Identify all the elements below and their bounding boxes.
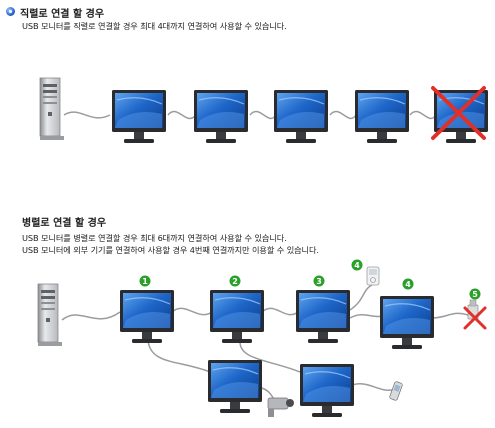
parallel-section-description-1: USB 모니터를 병렬로 연결할 경우 최대 6대까지 연결하여 사용할 수 있…: [22, 233, 287, 243]
badge-5: [469, 288, 481, 300]
monitor-icon: [193, 89, 249, 144]
serial-section-description: USB 모니터를 직렬로 연결할 경우 최대 4대까지 연결하여 사용할 수 있…: [22, 21, 287, 31]
badge-1-label: 1: [142, 277, 148, 286]
phone-icon: [389, 381, 403, 401]
monitor-icon: [295, 289, 351, 344]
serial-section-title: 직렬로 연결 할 경우: [20, 9, 105, 20]
pc-tower-icon: [37, 283, 63, 347]
monitor-icon: [209, 289, 265, 344]
parallel-section-description-2: USB 모니터에 외부 기기를 연결하여 사용할 경우 4번째 연결까지만 이용…: [22, 245, 319, 255]
pc-tower-icon: [39, 77, 65, 141]
badge-2: [229, 275, 241, 287]
monitor-icon: [354, 89, 410, 144]
badge-1: [139, 275, 151, 287]
badge-4-label: 4: [405, 280, 411, 289]
badge-3-label: 3: [316, 277, 322, 286]
monitor-icon: [111, 89, 167, 144]
section-bullet-icon: [6, 7, 15, 16]
monitor-icon: [273, 89, 329, 144]
monitor-icon: [379, 295, 435, 350]
badge-3: [313, 275, 325, 287]
mp3-player-icon: [366, 266, 380, 286]
monitor-icon: [207, 359, 263, 414]
monitor-icon: [299, 363, 355, 418]
parallel-section-title: 병렬로 연결 할 경우: [22, 218, 107, 229]
badge-5-label: 5: [472, 290, 478, 299]
parallel-diagram: 1 2 3 4 4 5: [37, 259, 487, 418]
badge-4-mp3: [351, 259, 363, 271]
cross-icon: [431, 86, 486, 140]
badge-4-mp3-label: 4: [354, 261, 360, 270]
badge-4: [402, 278, 414, 290]
badge-2-label: 2: [232, 277, 238, 286]
monitor-icon: [119, 289, 175, 344]
cross-icon: [463, 306, 487, 330]
serial-diagram: [39, 77, 489, 144]
camcorder-icon: [267, 397, 294, 417]
